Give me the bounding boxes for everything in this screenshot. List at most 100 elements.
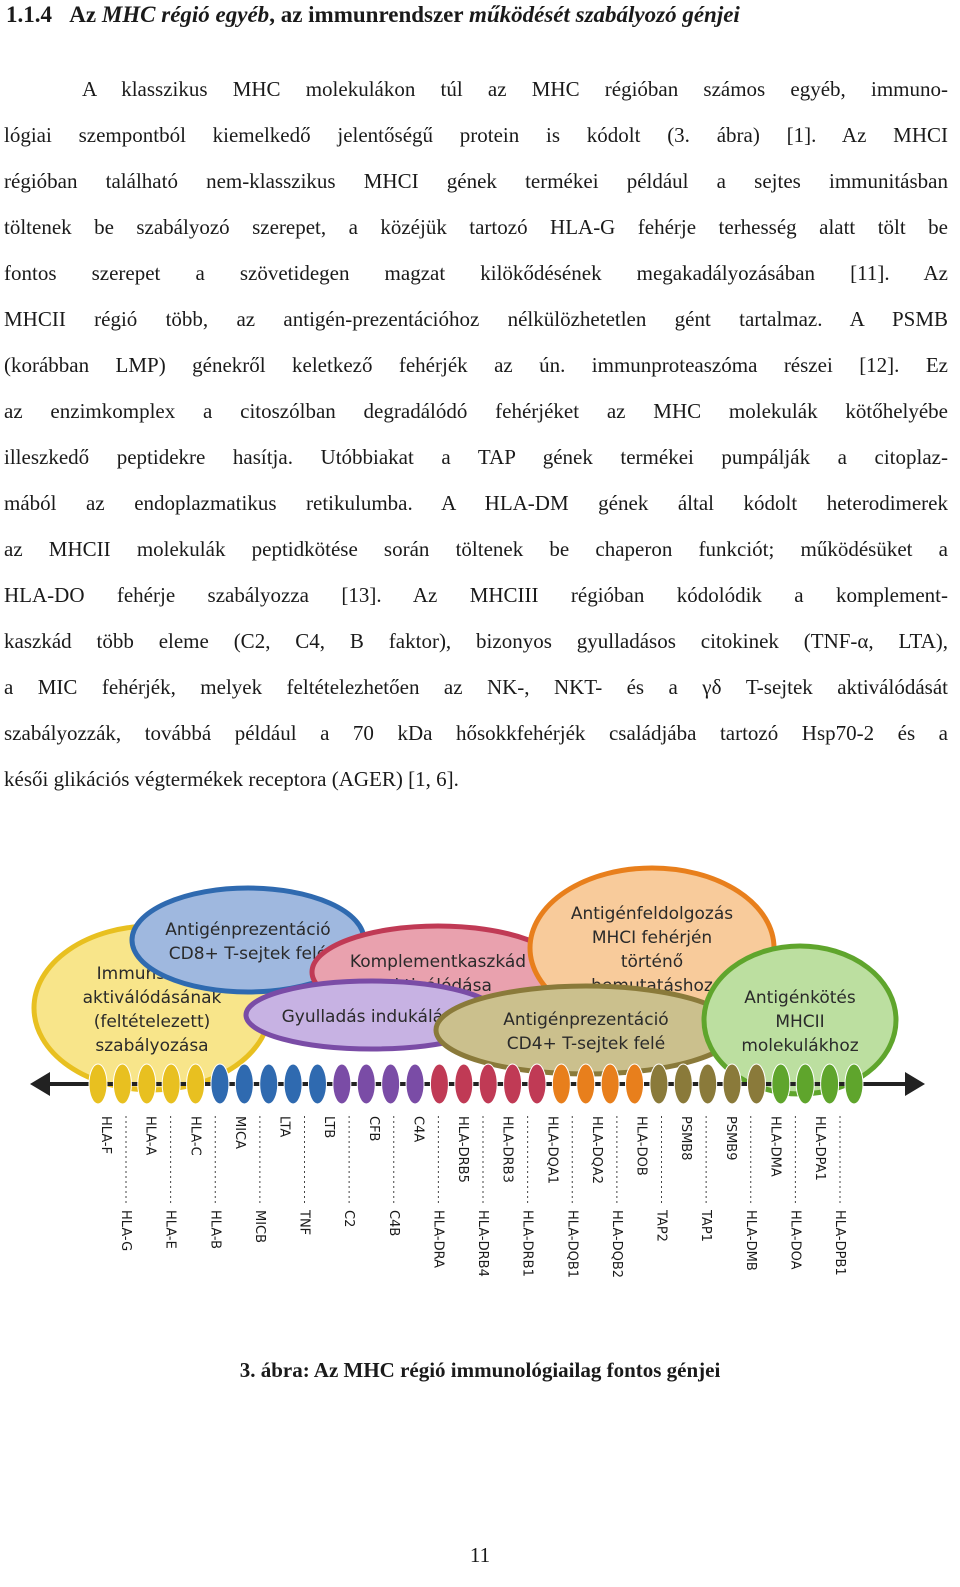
- gene-bead: [381, 1063, 401, 1105]
- gene-label-top: HLA-DOB: [634, 1116, 649, 1176]
- gene-label-bottom: C4B: [386, 1210, 401, 1236]
- gene-label-bottom: HLA-DQB1: [564, 1210, 579, 1278]
- gene-label-bottom: HLA-DRB1: [520, 1210, 535, 1277]
- section-heading: 1.1.4 Az MHC régió egyéb, az immunrendsz…: [6, 0, 740, 30]
- paragraph-line: (korábban LMP) génekről keletkező fehérj…: [4, 353, 948, 377]
- gene-label-bottom: TNF: [297, 1209, 312, 1235]
- paragraph-line: régióban található nem-klasszikus MHCI g…: [4, 169, 948, 193]
- body-paragraph: A klasszikus MHC molekulákon túl az MHC …: [4, 66, 948, 802]
- mhc-diagram: Immunsejtekaktiválódásának(feltételezett…: [30, 865, 925, 1278]
- gene-label-bottom: HLA-G: [118, 1210, 133, 1251]
- gene-bead: [527, 1063, 547, 1105]
- gene-label-top: HLA-C: [187, 1116, 202, 1156]
- paragraph-line: töltenek be szabályozó szerepet, a közéj…: [4, 215, 948, 239]
- figure-caption: 3. ábra: Az MHC régió immunológiailag fo…: [239, 1358, 721, 1382]
- gene-label-top: HLA-DRB3: [500, 1116, 515, 1183]
- heading-part-4: működését szabályozó génjei: [468, 2, 740, 27]
- page-number: 11: [469, 1543, 491, 1567]
- gene-label-top: HLA-A: [143, 1116, 158, 1155]
- ellipse-label: Komplementkaszkád: [350, 952, 526, 972]
- ellipse-label: molekulákhoz: [741, 1036, 858, 1056]
- heading-part-1: Az: [69, 2, 102, 27]
- gene-label-top: HLA-DPA1: [812, 1116, 827, 1181]
- paragraph-line: a MIC fehérjék, melyek feltételezhetően …: [4, 675, 948, 699]
- gene-bead: [307, 1063, 327, 1105]
- gene-bead: [356, 1063, 376, 1105]
- section-number: 1.1.4: [6, 2, 52, 27]
- heading-part-3: , az immunrendszer: [269, 2, 469, 27]
- paragraph-line: fontos szerepet a szövetidegen magzat ki…: [4, 261, 948, 285]
- gene-bead: [649, 1063, 669, 1105]
- gene-label-top: C4A: [410, 1116, 425, 1142]
- paragraph-line: mából az endoplazmatikus retikulumba. A …: [4, 491, 948, 515]
- gene-label-top: MICA: [232, 1116, 247, 1149]
- gene-label-top: PSMB9: [723, 1116, 738, 1161]
- ellipse-label: Antigénfeldolgozás: [571, 904, 733, 924]
- gene-label-top: HLA-DMA: [767, 1116, 782, 1177]
- gene-bead: [210, 1063, 230, 1105]
- paragraph-line: lógiai szempontból kiemelkedő jelentőség…: [4, 123, 948, 147]
- gene-label-bottom: HLA-DOA: [787, 1210, 802, 1270]
- gene-bead: [625, 1063, 645, 1105]
- gene-bead: [405, 1063, 425, 1105]
- ellipse-label: szabályozása: [95, 1036, 208, 1056]
- ellipse-label: aktiválódásának: [83, 988, 222, 1008]
- paragraph-line: szabályozzák, továbbá például a 70 kDa h…: [4, 721, 948, 745]
- gene-bead: [429, 1063, 449, 1105]
- gene-bead: [88, 1063, 108, 1105]
- gene-label-bottom: TAP2: [654, 1209, 669, 1242]
- paragraph-line: késői glikációs végtermékek receptora (A…: [4, 767, 459, 791]
- gene-bead: [283, 1063, 303, 1105]
- paragraph-line: HLA-DO fehérje szabályozza [13]. Az MHCI…: [4, 583, 948, 607]
- gene-bead: [259, 1063, 279, 1105]
- gene-label-top: LTA: [277, 1116, 292, 1137]
- gene-bead: [698, 1063, 718, 1105]
- gene-label-bottom: TAP1: [698, 1209, 713, 1242]
- paragraph-line: illeszkedő peptidekre hasítja. Utóbbiaka…: [4, 445, 948, 469]
- gene-label-bottom: MICB: [252, 1210, 267, 1243]
- gene-bead: [161, 1063, 181, 1105]
- gene-bead: [332, 1063, 352, 1105]
- gene-label-top: LTB: [321, 1116, 336, 1138]
- gene-label-bottom: HLA-DPB1: [832, 1210, 847, 1276]
- ellipse-label: CD8+ T-sejtek felé: [169, 944, 327, 964]
- gene-bead: [746, 1063, 766, 1105]
- gene-label-top: HLA-DQA2: [589, 1116, 604, 1184]
- ellipse-label: MHCII: [775, 1012, 824, 1032]
- gene-bead: [600, 1063, 620, 1105]
- gene-label-bottom: HLA-DRA: [430, 1210, 445, 1268]
- gene-label-bottom: HLA-B: [207, 1210, 222, 1249]
- ellipse-label: Gyulladás indukálása: [282, 1007, 463, 1027]
- gene-label-bottom: HLA-DQB2: [609, 1210, 624, 1278]
- gene-bead: [112, 1063, 132, 1105]
- gene-bead: [551, 1063, 571, 1105]
- gene-label-bottom: C2: [341, 1210, 356, 1227]
- gene-label-bottom: HLA-DMB: [743, 1210, 758, 1271]
- ellipse-label: MHCI fehérjén: [592, 928, 712, 948]
- gene-bead: [844, 1063, 864, 1105]
- gene-label-top: PSMB8: [678, 1116, 693, 1161]
- gene-bead: [454, 1063, 474, 1105]
- ellipse-label: történő: [621, 952, 683, 972]
- arrow-left-icon: [30, 1072, 50, 1096]
- gene-label-bottom: HLA-E: [163, 1210, 178, 1249]
- gene-bead: [576, 1063, 596, 1105]
- heading-part-2: MHC régió egyéb: [101, 2, 270, 27]
- gene-bead: [673, 1063, 693, 1105]
- arrow-right-icon: [905, 1072, 925, 1096]
- ellipse-label: Antigénprezentáció: [165, 920, 330, 940]
- paragraph-line: az MHCII molekulák peptidkötése során tö…: [4, 537, 948, 561]
- ellipse-label: Antigénprezentáció: [503, 1010, 668, 1030]
- gene-bead: [503, 1063, 523, 1105]
- gene-label-top: HLA-DQA1: [544, 1116, 559, 1184]
- paragraph-line: MHCII régió több, az antigén-prezentáció…: [4, 307, 948, 331]
- gene-label-top: HLA-DRB5: [455, 1116, 470, 1183]
- gene-label-top: CFB: [366, 1116, 381, 1141]
- gene-bead: [771, 1063, 791, 1105]
- gene-bead: [820, 1063, 840, 1105]
- ellipse-label: (feltételezett): [94, 1012, 211, 1032]
